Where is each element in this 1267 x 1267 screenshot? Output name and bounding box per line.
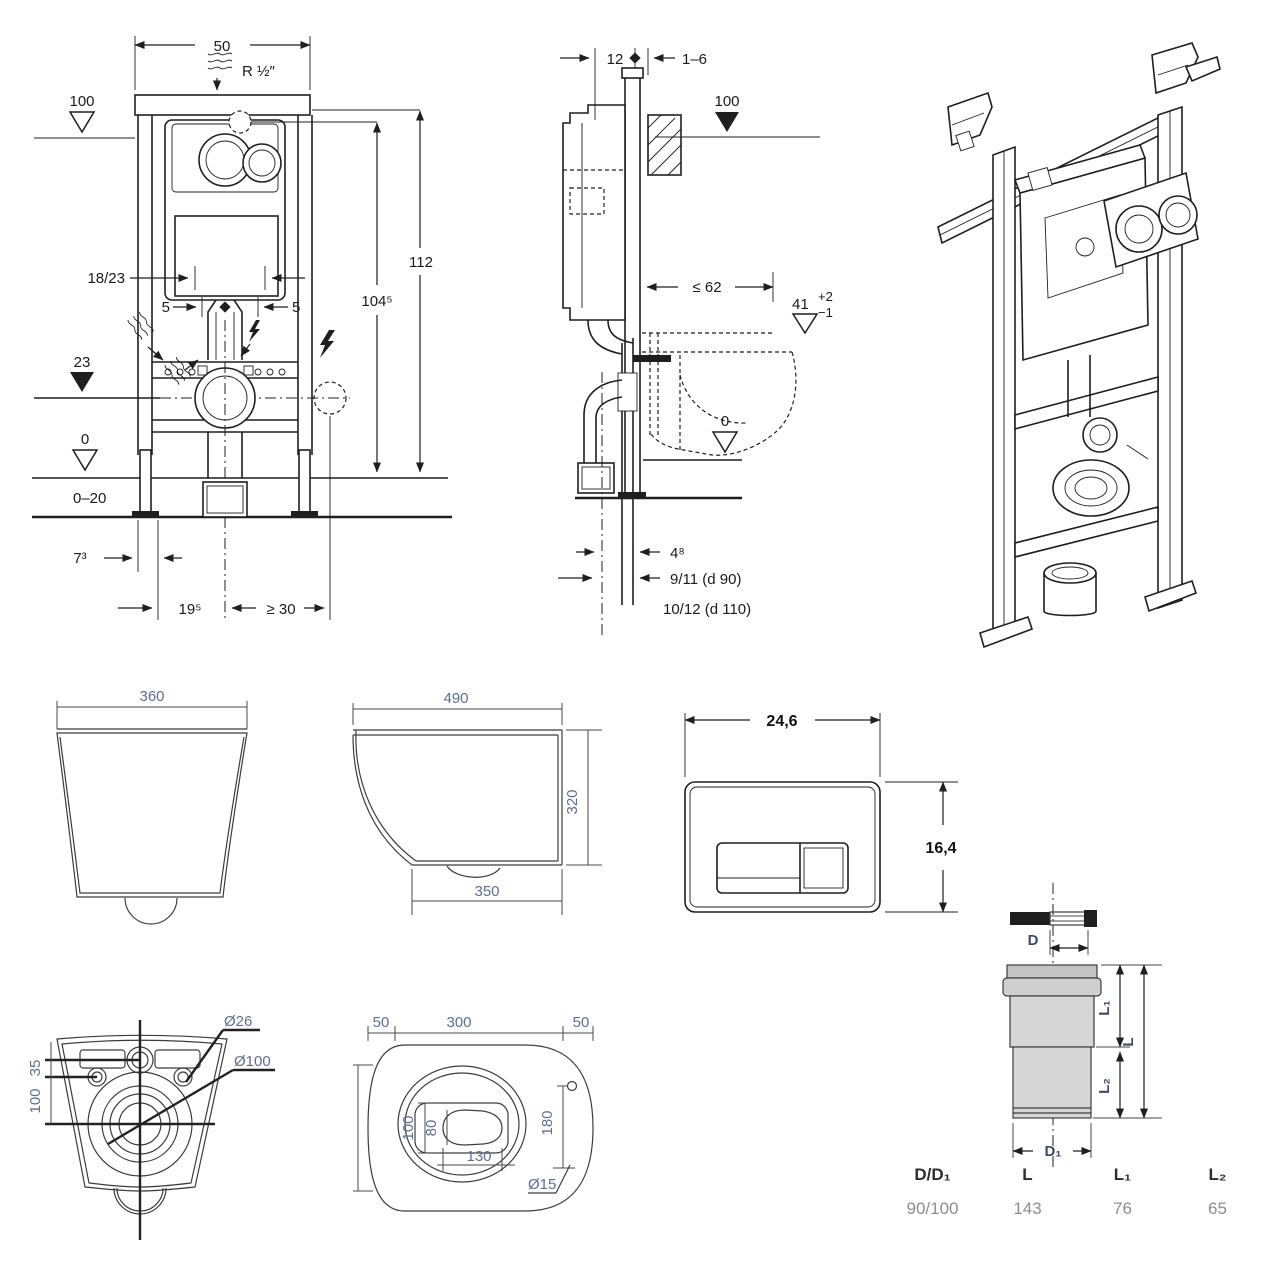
level-0-label: 0 <box>81 431 89 448</box>
supply-connection-label: R ½″ <box>242 63 276 80</box>
dim-depth-12: 12 <box>607 51 624 68</box>
col-value: 65 <box>1208 1199 1227 1218</box>
flush-buttons <box>716 842 849 894</box>
col-value: 76 <box>1113 1199 1132 1218</box>
dim-19-5: 19⁵ <box>179 601 202 618</box>
drain-sleeve <box>1043 562 1097 617</box>
dim-diameter-26: Ø26 <box>224 1013 252 1030</box>
dim-inner-100: 100 <box>400 1115 417 1140</box>
level-23-label: 23 <box>74 354 91 371</box>
water-supply-icon <box>164 356 199 385</box>
protection-box <box>647 114 682 176</box>
dim-35: 35 <box>27 1060 44 1077</box>
outlet-connector-view: D L₁ L₂ L D₁ <box>1002 883 1162 1167</box>
dim-7-3: 7³ <box>73 550 86 567</box>
electrical-connection-icon <box>313 330 347 415</box>
dim-bowl-width: 360 <box>139 688 164 705</box>
bowl-side-view: 490 320 350 <box>352 690 602 915</box>
label-l: L <box>1120 1037 1137 1046</box>
label-l1: L₁ <box>1096 1000 1113 1015</box>
water-supply-icon <box>207 52 233 91</box>
frame-side-view: 100 12 1–6 ≤ 62 41 +2 −1 0 4⁸ 9/11 (d 90… <box>558 48 833 638</box>
dim-height-104: 104⁵ <box>361 293 392 310</box>
dim-drain-d110: 10/12 (d 110) <box>663 601 751 618</box>
dim-wall-1-6: 1–6 <box>682 51 707 68</box>
table-col: L 143 <box>980 1165 1075 1219</box>
frame-foot <box>979 615 1034 649</box>
dim-plate-height: 16,4 <box>925 840 956 857</box>
tolerance-minus: −1 <box>818 305 833 320</box>
water-supply-icon <box>127 311 164 361</box>
dim-100: 100 <box>27 1088 44 1113</box>
dim-41: 41 <box>792 296 809 313</box>
wc-bowl-outline <box>642 332 797 456</box>
dim-diameter-100: Ø100 <box>234 1053 271 1070</box>
dim-height-112: 112 <box>409 254 433 271</box>
col-header: L₂ <box>1208 1165 1227 1184</box>
dim-bowl-depth: 490 <box>443 690 468 707</box>
bowl-top-view: 50 300 50 100 80 130 180 Ø15 <box>353 1014 594 1212</box>
level-100-label: 100 <box>69 93 94 110</box>
dim-inner-130: 130 <box>466 1148 491 1165</box>
frame-isometric-view <box>937 42 1221 649</box>
dim-frame-width: 50 <box>214 38 231 55</box>
flush-plate-3d <box>1103 171 1199 269</box>
label-d1: D₁ <box>1044 1143 1061 1160</box>
col-value: 143 <box>1013 1199 1042 1218</box>
dim-top-300: 300 <box>446 1014 471 1031</box>
dim-inner-80: 80 <box>423 1120 440 1137</box>
dim-plate-width: 24,6 <box>766 713 797 730</box>
dim-drain-d90: 9/11 (d 90) <box>670 571 741 588</box>
frame-foot <box>1144 579 1198 613</box>
table-col: L₂ 65 <box>1170 1165 1265 1219</box>
dim-bowl-bottom: 350 <box>474 883 499 900</box>
flush-plate-view: 24,6 16,4 <box>684 713 958 913</box>
fixing-bracket <box>633 355 671 362</box>
frame-front-view: 50 R ½″ 100 18/23 5 5 23 0 0–20 104⁵ 112… <box>32 36 452 620</box>
col-header: L <box>1022 1165 1033 1184</box>
dim-5-left: 5 <box>162 299 170 316</box>
level-100-label: 100 <box>714 93 739 110</box>
dim-min-30: ≥ 30 <box>266 601 295 618</box>
bowl-front-view: 360 <box>56 688 248 925</box>
dim-bowl-height: 320 <box>564 789 581 814</box>
drain-bend <box>1052 459 1130 517</box>
dim-5-right: 5 <box>292 299 300 316</box>
dim-diameter-15: Ø15 <box>528 1176 556 1193</box>
wall-bracket <box>1151 42 1221 95</box>
flush-actuator-opening <box>228 110 252 134</box>
connector-dimensions-table: D/D₁ 90/100 L 143 L₁ 76 L₂ 65 <box>885 1165 1265 1219</box>
dim-180: 180 <box>539 1110 556 1135</box>
dim-max-62: ≤ 62 <box>692 279 721 296</box>
bowl-back-view: 35 100 Ø26 Ø100 <box>27 1013 275 1240</box>
dim-18-23: 18/23 <box>87 270 125 287</box>
label-l2: L₂ <box>1096 1078 1113 1094</box>
col-header: L₁ <box>1113 1165 1132 1184</box>
range-0-20-label: 0–20 <box>73 490 106 507</box>
table-col: D/D₁ 90/100 <box>885 1165 980 1219</box>
water-inlet-connector <box>1082 417 1118 453</box>
electrical-connection-icon <box>240 320 260 357</box>
dim-4-8: 4⁸ <box>670 545 685 562</box>
table-col: L₁ 76 <box>1075 1165 1170 1219</box>
tolerance-plus: +2 <box>818 289 833 304</box>
dim-top-50-right: 50 <box>573 1014 590 1031</box>
col-header: D/D₁ <box>914 1165 951 1184</box>
level-0-label: 0 <box>721 413 729 430</box>
dim-top-50-left: 50 <box>373 1014 390 1031</box>
label-d: D <box>1028 932 1039 949</box>
fixing-hole <box>566 1080 578 1092</box>
col-value: 90/100 <box>906 1199 959 1218</box>
wall-bracket <box>947 91 993 152</box>
